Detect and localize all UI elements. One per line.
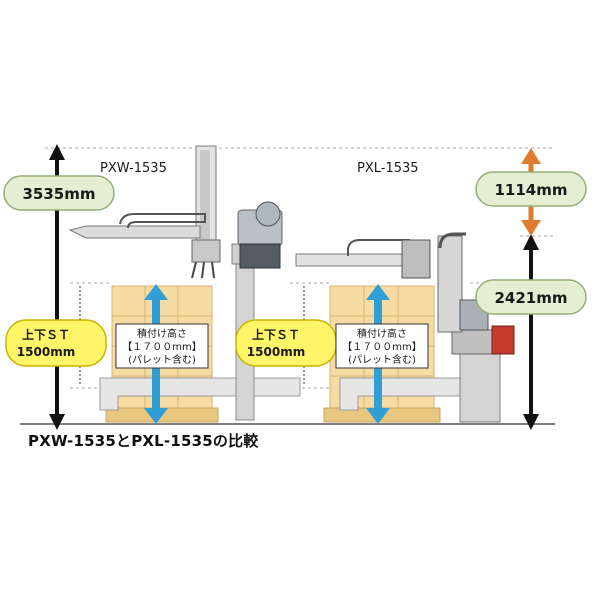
left-model-label: PXW-1535 bbox=[100, 161, 167, 176]
svg-text:1114mm: 1114mm bbox=[494, 181, 567, 199]
left-total-dimension-pill: 3535mm bbox=[3, 175, 115, 211]
right-upper-dimension-pill: 1114mm bbox=[475, 171, 587, 207]
svg-text:1500mm: 1500mm bbox=[247, 345, 305, 359]
right-stack-note: 積付け高さ 【１７００mm】 (パレット含む) bbox=[335, 323, 429, 369]
svg-text:上下ＳＴ: 上下ＳＴ bbox=[22, 327, 70, 342]
svg-text:【１７００mm】: 【１７００mm】 bbox=[122, 341, 201, 353]
svg-text:(パレット含む): (パレット含む) bbox=[348, 353, 416, 366]
right-model-label: PXL-1535 bbox=[357, 161, 419, 176]
left-stroke-pill: 上下ＳＴ 1500mm bbox=[5, 319, 107, 367]
svg-text:積付け高さ: 積付け高さ bbox=[137, 327, 187, 340]
left-stack-note: 積付け高さ 【１７００mm】 (パレット含む) bbox=[115, 323, 209, 369]
svg-text:2421mm: 2421mm bbox=[494, 289, 567, 307]
diagram-caption: PXW-1535とPXL-1535の比較 bbox=[28, 432, 259, 450]
svg-text:3535mm: 3535mm bbox=[22, 185, 95, 203]
svg-text:(パレット含む): (パレット含む) bbox=[128, 353, 196, 366]
svg-text:上下ＳＴ: 上下ＳＴ bbox=[252, 327, 300, 342]
right-lower-dimension-pill: 2421mm bbox=[475, 279, 587, 315]
svg-text:【１７００mm】: 【１７００mm】 bbox=[342, 341, 421, 353]
svg-text:1500mm: 1500mm bbox=[17, 345, 75, 359]
right-lower-height-arrow bbox=[523, 234, 539, 430]
svg-text:積付け高さ: 積付け高さ bbox=[357, 327, 407, 340]
right-stroke-pill: 上下ＳＴ 1500mm bbox=[235, 319, 337, 367]
